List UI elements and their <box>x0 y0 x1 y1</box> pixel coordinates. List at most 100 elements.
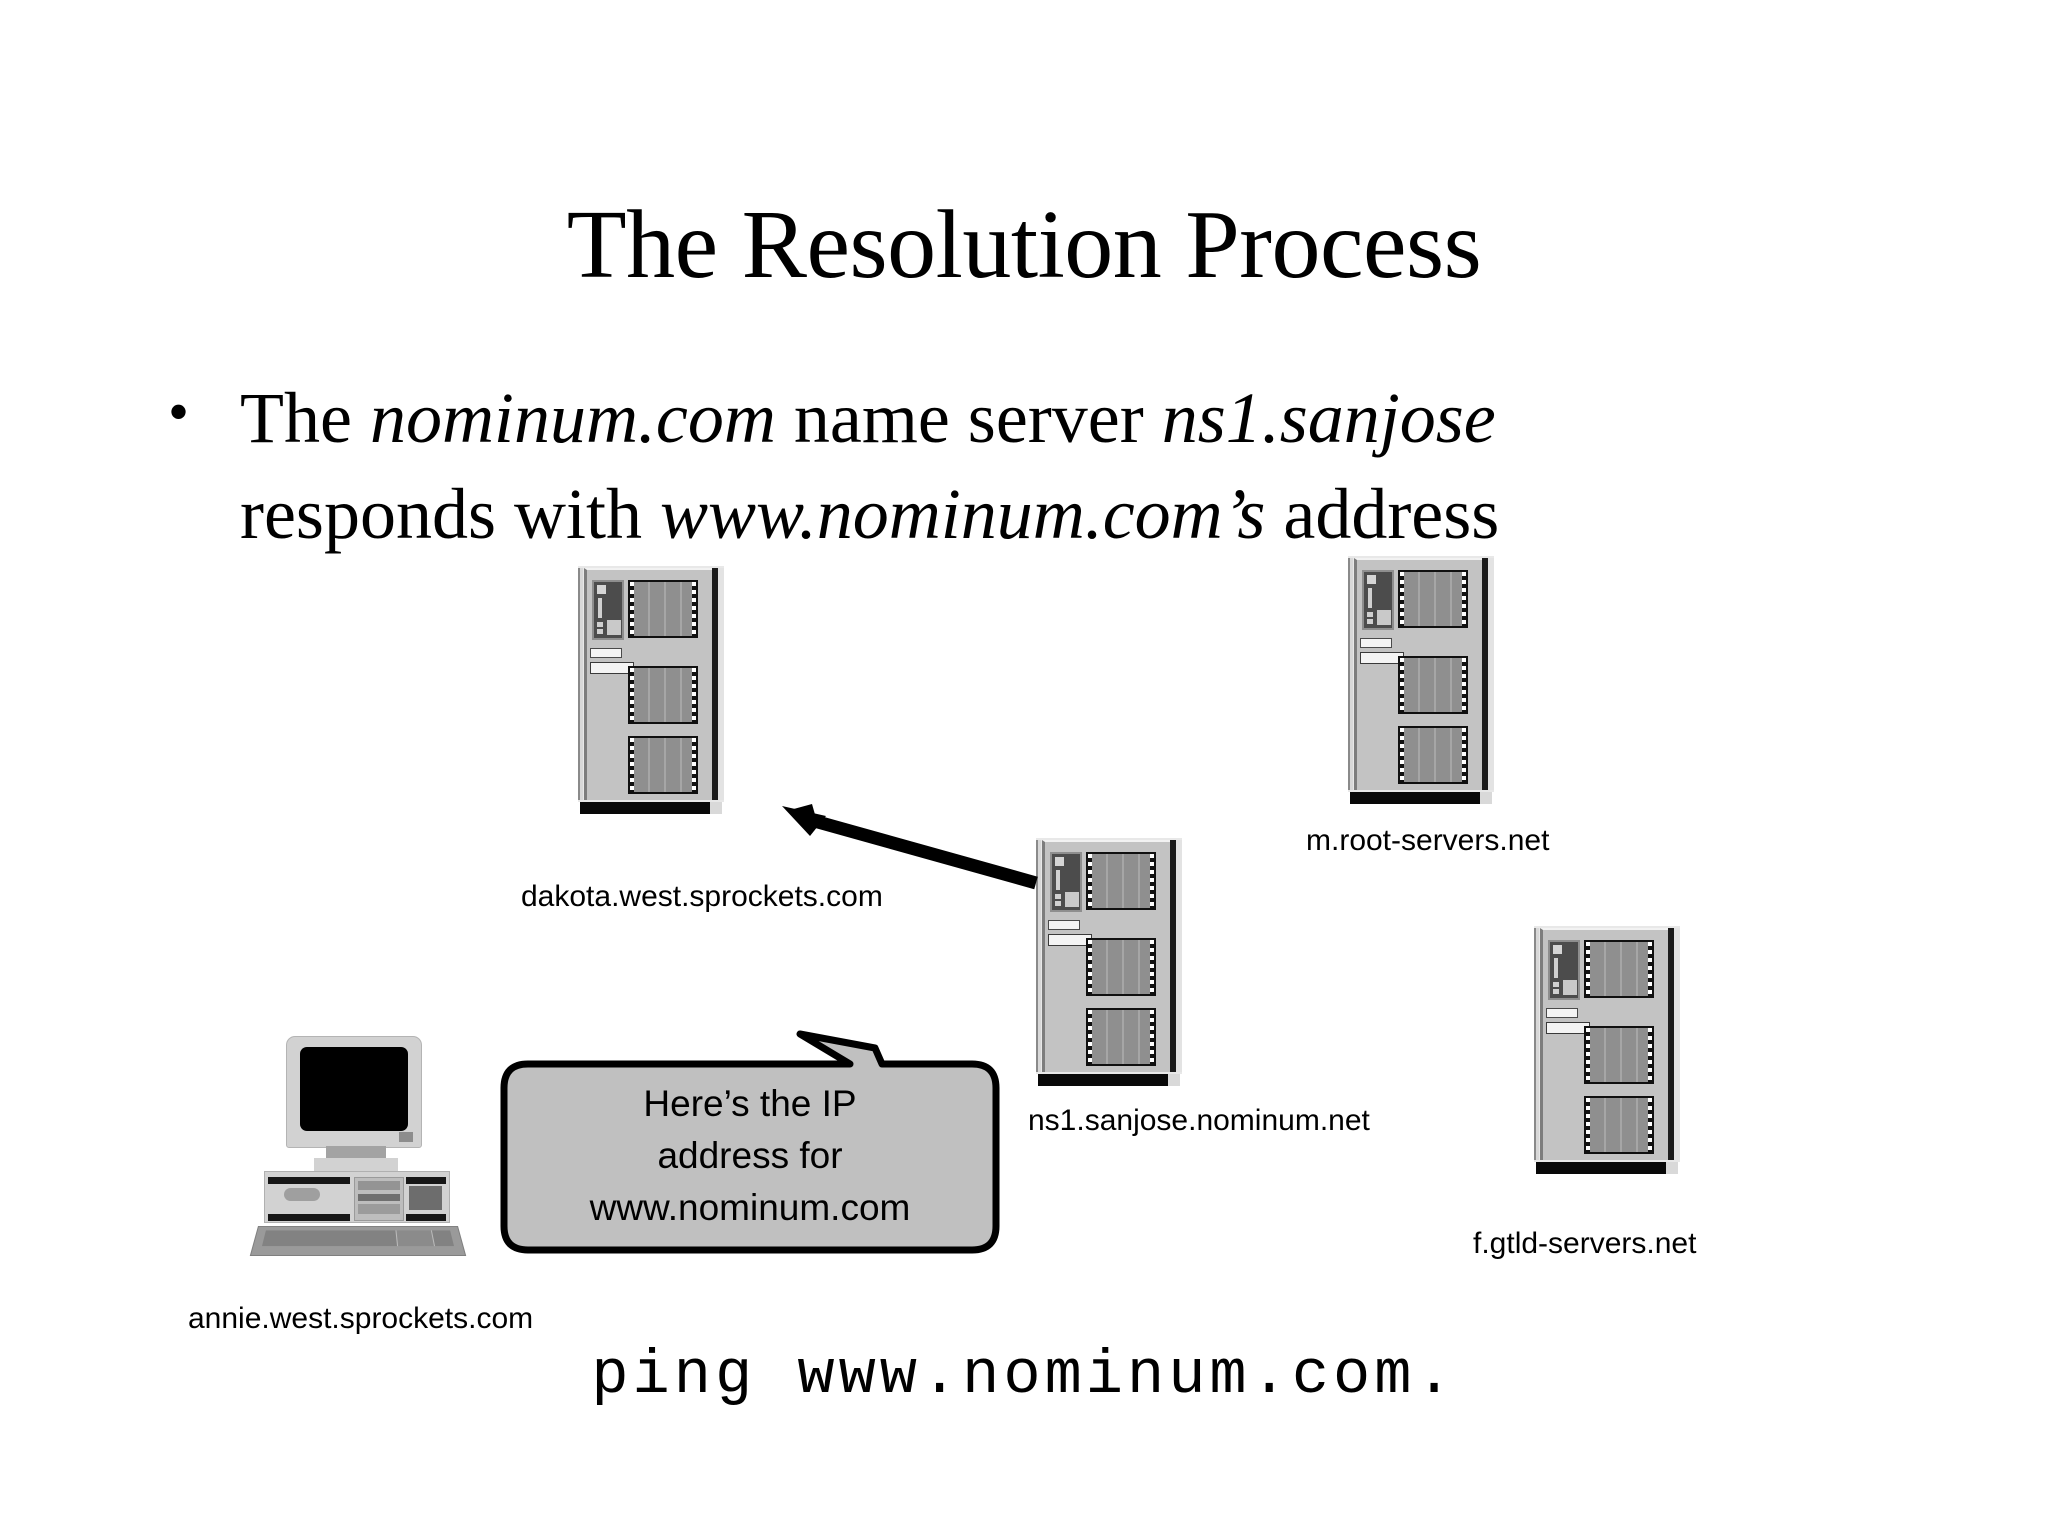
case-stripe <box>268 1214 350 1221</box>
bay-dash-right <box>1150 854 1154 908</box>
server-control-panel <box>1050 852 1082 912</box>
panel-button-1 <box>1553 982 1559 987</box>
server-left-edge <box>1348 558 1353 790</box>
bay-dash-right <box>692 738 696 792</box>
server-label-tab-1 <box>1546 1008 1578 1018</box>
server-label-ns1-sanjose: ns1.sanjose.nominum.net <box>1028 1104 1370 1137</box>
server-label-tab-1 <box>590 648 622 658</box>
server-drive-bay-2 <box>1086 938 1156 996</box>
bay-dash-left <box>1586 942 1590 996</box>
server-dakota[interactable] <box>578 566 724 814</box>
server-base <box>1350 792 1480 804</box>
bay-dash-right <box>1150 1010 1154 1064</box>
case-drive-row <box>358 1204 400 1214</box>
speech-bubble-shape <box>500 1030 1000 1254</box>
server-m-root[interactable] <box>1348 556 1494 804</box>
panel-indicator-square <box>1055 857 1064 866</box>
panel-button-2 <box>1367 619 1373 624</box>
server-right-edge <box>1488 558 1494 790</box>
bay-dash-left <box>1088 1010 1092 1064</box>
bullet-marker: • <box>168 379 190 445</box>
server-right-edge <box>1176 840 1182 1072</box>
speech-bubble-text: Here’s the IP address for www.nominum.co… <box>520 1078 980 1234</box>
server-drive-bay-1 <box>1398 570 1468 628</box>
bay-rib <box>664 738 666 792</box>
bay-dash-left <box>1088 854 1092 908</box>
panel-slot <box>1056 870 1060 890</box>
speech-bubble-line-1: Here’s the IP <box>643 1083 857 1124</box>
monitor-power-led <box>399 1132 413 1142</box>
bay-rib <box>664 668 666 722</box>
bay-rib <box>648 582 650 636</box>
bay-rib <box>1418 572 1420 626</box>
bay-dash-right <box>1462 728 1466 782</box>
panel-display <box>1377 610 1391 625</box>
server-label-m-root: m.root-servers.net <box>1306 824 1550 857</box>
panel-button-1 <box>1367 612 1373 617</box>
bullet-text-part4: address <box>1265 474 1500 554</box>
bay-rib <box>664 582 666 636</box>
bay-dash-right <box>1150 940 1154 994</box>
server-ns1-sanjose[interactable] <box>1036 838 1182 1086</box>
bullet-emphasis-www-nominum-com: www.nominum.com’s <box>659 474 1266 554</box>
workstation-annie[interactable] <box>249 1036 468 1256</box>
monitor-screen <box>300 1047 408 1131</box>
bay-rib <box>1106 940 1108 994</box>
panel-slot <box>1368 588 1372 608</box>
server-control-panel <box>1548 940 1580 1000</box>
server-right-edge <box>718 568 724 800</box>
bay-dash-left <box>630 738 634 792</box>
bay-rib <box>1450 728 1452 782</box>
bay-dash-right <box>1648 1098 1652 1152</box>
bay-dash-left <box>630 668 634 722</box>
server-left-edge <box>1534 928 1539 1160</box>
server-left-edge <box>1036 840 1041 1072</box>
bay-rib <box>1138 940 1140 994</box>
panel-indicator-square <box>1367 575 1376 584</box>
bay-dash-right <box>1462 572 1466 626</box>
panel-button-1 <box>1055 894 1061 899</box>
server-left-edge <box>578 568 583 800</box>
bay-rib <box>1604 942 1606 996</box>
speech-bubble-line-2: address for <box>657 1135 843 1176</box>
bay-rib <box>648 738 650 792</box>
panel-button-2 <box>597 629 603 634</box>
panel-indicator-square <box>1553 945 1562 954</box>
case-drive-row <box>358 1181 400 1190</box>
case-front-slot <box>284 1188 320 1201</box>
bay-rib <box>680 738 682 792</box>
bullet-paragraph: • The nominum.com name server ns1.sanjos… <box>168 370 1928 562</box>
server-drive-bay-1 <box>628 580 698 638</box>
panel-indicator-square <box>597 585 606 594</box>
bay-rib <box>1604 1028 1606 1082</box>
bay-rib <box>1418 728 1420 782</box>
bay-dash-right <box>1462 658 1466 712</box>
bay-dash-left <box>1400 658 1404 712</box>
bay-rib <box>1450 658 1452 712</box>
bay-rib <box>1450 572 1452 626</box>
bullet-emphasis-nominum-com: nominum.com <box>369 378 776 458</box>
bay-rib <box>1138 1010 1140 1064</box>
bullet-text-part3: responds with <box>240 474 660 554</box>
bay-rib <box>1434 658 1436 712</box>
server-f-gtld[interactable] <box>1534 926 1680 1174</box>
bay-dash-left <box>1586 1098 1590 1152</box>
bay-dash-left <box>1400 728 1404 782</box>
panel-display <box>1563 980 1577 995</box>
bay-dash-right <box>692 582 696 636</box>
panel-button-2 <box>1553 989 1559 994</box>
panel-button-2 <box>1055 901 1061 906</box>
server-drive-bay-2 <box>1584 1026 1654 1084</box>
server-right-rail <box>1170 840 1176 1072</box>
bay-rib <box>1636 1028 1638 1082</box>
server-label-tab-1 <box>1048 920 1080 930</box>
case-drive-row <box>358 1194 400 1201</box>
server-drive-bay-3 <box>1584 1096 1654 1154</box>
ping-command-text: ping www.nominum.com. <box>591 1340 1457 1411</box>
server-drive-bay-3 <box>1086 1008 1156 1066</box>
keyboard-numpad <box>395 1230 436 1247</box>
panel-display <box>607 620 621 635</box>
case-stripe <box>268 1177 350 1184</box>
server-drive-bay-3 <box>1398 726 1468 784</box>
